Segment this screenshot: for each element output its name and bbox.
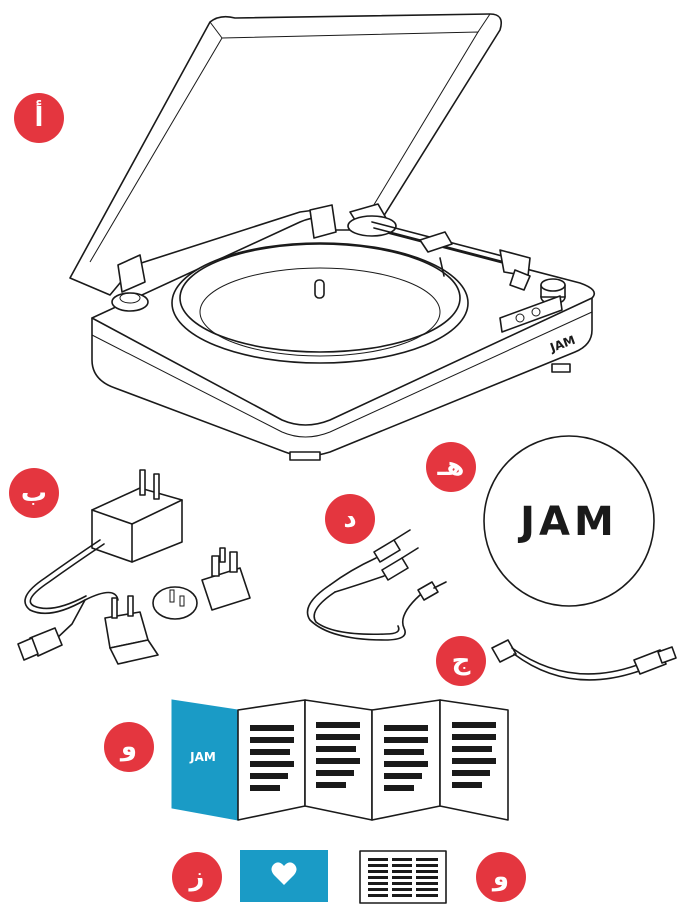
label-turntable-badge: أ	[14, 93, 64, 143]
usb-cable-illustration	[491, 639, 677, 681]
slipmat-logo: JAM	[517, 499, 618, 545]
label-manual-text: و	[120, 732, 138, 762]
label-warranty-card-text: ز	[189, 862, 205, 892]
label-quick-guide-badge: و	[476, 852, 526, 902]
label-manual-badge: و	[104, 722, 154, 772]
heart-icon	[271, 862, 297, 885]
rca-cable-illustration	[306, 529, 447, 641]
label-rca-cable-text: د	[343, 504, 357, 534]
turntable-illustration: JAM	[69, 13, 596, 461]
slipmat-illustration: JAM	[483, 435, 655, 607]
quick-guide-illustration	[359, 850, 447, 904]
label-rca-cable-badge: د	[325, 494, 375, 544]
label-power-adapter-badge: ب	[9, 468, 59, 518]
label-turntable-text: أ	[34, 103, 44, 133]
label-quick-guide-text: و	[492, 862, 510, 892]
power-adapter-illustration	[17, 469, 251, 665]
label-power-adapter-text: ب	[20, 478, 48, 508]
label-slipmat-text: هـ	[437, 452, 465, 482]
manual-illustration: JAM	[171, 699, 509, 821]
label-usb-cable-text: ج	[451, 646, 471, 676]
label-slipmat-badge: هـ	[426, 442, 476, 492]
label-warranty-card-badge: ز	[172, 852, 222, 902]
label-usb-cable-badge: ج	[436, 636, 486, 686]
warranty-card-illustration	[240, 850, 328, 902]
manual-logo: JAM	[189, 750, 216, 764]
